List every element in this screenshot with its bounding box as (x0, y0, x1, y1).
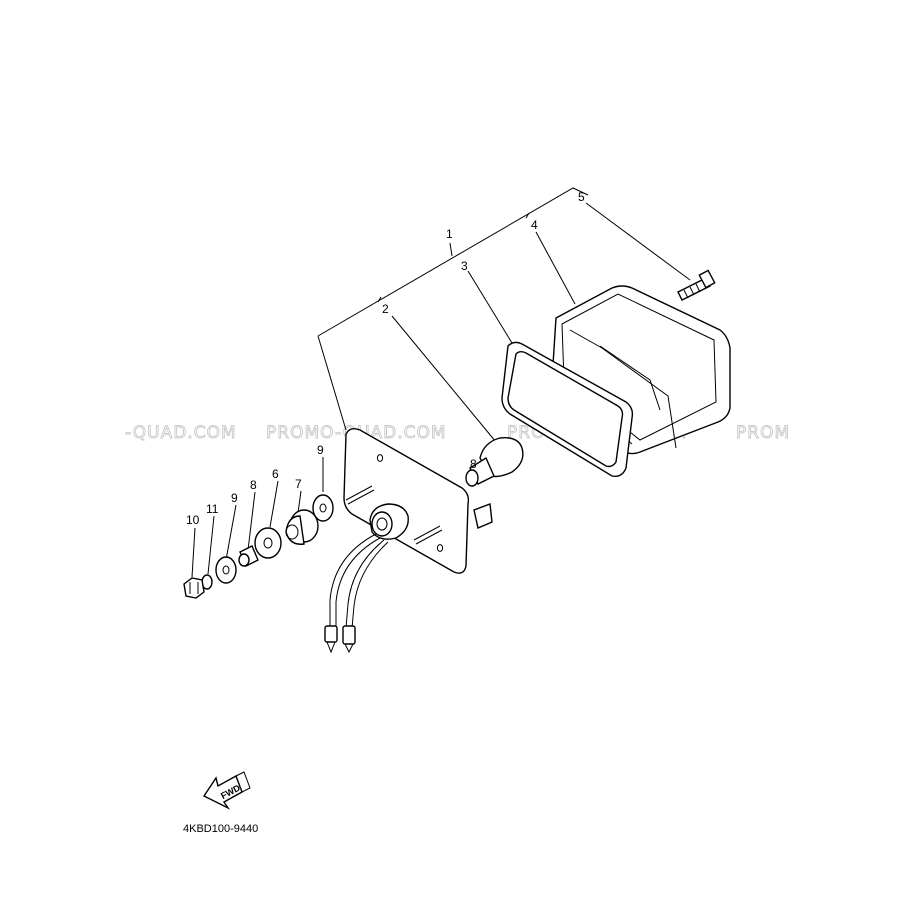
callout-4: 4 (531, 218, 538, 232)
fwd-arrow-icon: FWD (202, 771, 251, 810)
callout-labels: 1 2 3 4 5 6 7 8 8 9 9 10 11 (186, 190, 585, 527)
rubber-washer (254, 527, 282, 559)
callout-10: 10 (186, 513, 200, 527)
callout-6: 6 (272, 467, 279, 481)
assembly-bracket (317, 187, 589, 431)
watermark-4: PROM (736, 423, 790, 443)
callout-8-bulb: 8 (470, 457, 477, 471)
bulb (465, 437, 524, 487)
callout-5: 5 (578, 190, 585, 204)
callout-2: 2 (382, 302, 389, 316)
screw (677, 269, 716, 301)
nut (183, 577, 205, 599)
gasket (501, 341, 634, 478)
callout-11: 11 (206, 502, 219, 516)
diagram-code: 4KBD100-9440 (183, 823, 258, 835)
callout-7: 7 (295, 477, 302, 491)
grommet (285, 509, 319, 545)
callout-3: 3 (461, 259, 468, 273)
callout-8-collar: 8 (250, 478, 257, 492)
leader-lines (191, 202, 691, 578)
callout-9-bottom: 9 (231, 491, 238, 505)
collar (238, 545, 259, 567)
callout-9-top: 9 (317, 443, 324, 457)
watermark-1: -QUAD.COM (125, 423, 237, 443)
washer-bottom (215, 556, 237, 584)
washer-top (312, 494, 334, 522)
wire-harness (324, 533, 389, 654)
base-plate (343, 427, 493, 574)
callout-1: 1 (446, 227, 453, 241)
